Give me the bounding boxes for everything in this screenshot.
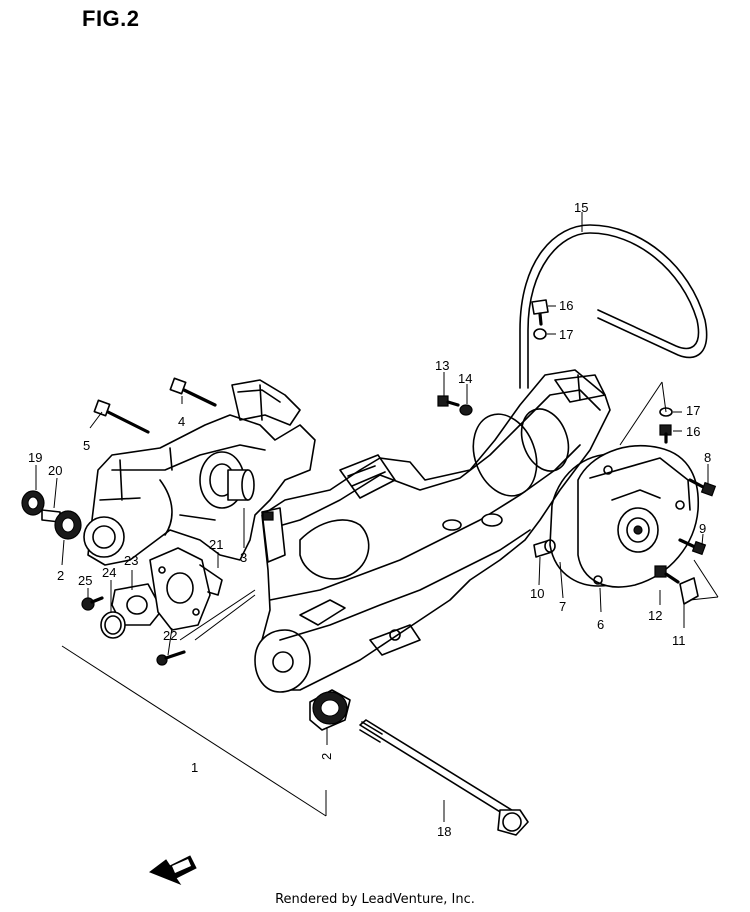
callout-11: 11 <box>672 633 686 648</box>
callout-22: 22 <box>163 628 177 643</box>
callout-6: 6 <box>597 617 604 632</box>
bearing-2-lower <box>309 689 351 731</box>
callout-5: 5 <box>83 438 90 453</box>
footer-credit: Rendered by LeadVenture, Inc. <box>275 892 475 907</box>
figure-title: FIG.2 <box>82 6 140 31</box>
callout-16-top: 16 <box>559 298 573 313</box>
callout-labels: 1 2 2 3 4 5 6 7 8 9 10 11 12 13 14 15 16… <box>28 200 711 839</box>
callout-2-left: 2 <box>57 568 64 583</box>
breather-hose-15 <box>519 224 708 389</box>
bolt-4 <box>169 377 217 407</box>
gasket-23 <box>111 583 163 626</box>
callout-16-right: 16 <box>686 424 700 439</box>
callout-4: 4 <box>178 414 185 429</box>
o-ring-24 <box>100 611 126 639</box>
callout-17-right: 17 <box>686 403 700 418</box>
union-bolt-16-right <box>659 424 672 444</box>
bolt-13 <box>437 395 460 407</box>
bearing-2-left <box>54 510 82 540</box>
bearing-19 <box>21 490 45 516</box>
union-bolt-16-top <box>531 299 549 326</box>
callout-8: 8 <box>704 450 711 465</box>
leader-lines <box>35 212 719 822</box>
callout-23: 23 <box>124 553 138 568</box>
callout-20: 20 <box>48 463 62 478</box>
callout-14: 14 <box>458 371 472 386</box>
nut-14 <box>459 404 473 416</box>
bolt-8 <box>688 478 717 497</box>
callout-24: 24 <box>102 565 116 580</box>
left-crankcase <box>83 379 316 566</box>
bolt-5 <box>93 399 150 434</box>
callout-12: 12 <box>648 608 662 623</box>
callout-15: 15 <box>574 200 588 215</box>
callout-21: 21 <box>209 537 223 552</box>
callout-19: 19 <box>28 450 42 465</box>
washer-17-top <box>533 328 547 340</box>
gear-cover-6 <box>577 445 700 588</box>
bolt-25 <box>81 596 104 611</box>
callout-13: 13 <box>435 358 449 373</box>
callout-9: 9 <box>699 521 706 536</box>
intake-plate-21 <box>149 547 223 631</box>
fwd-arrow-icon <box>148 855 197 886</box>
callout-25: 25 <box>78 573 92 588</box>
callout-1: 1 <box>191 760 198 775</box>
callout-17-top: 17 <box>559 327 573 342</box>
bolt-12 <box>654 565 680 584</box>
callout-3: 3 <box>240 550 247 565</box>
clamp-11 <box>679 577 699 605</box>
callout-18: 18 <box>437 824 451 839</box>
main-crankcase <box>254 369 611 693</box>
bolt-18 <box>359 719 529 836</box>
callout-2-lower: 2 <box>319 753 334 760</box>
bolt-22 <box>156 650 186 666</box>
callout-10: 10 <box>530 586 544 601</box>
callout-7: 7 <box>559 599 566 614</box>
